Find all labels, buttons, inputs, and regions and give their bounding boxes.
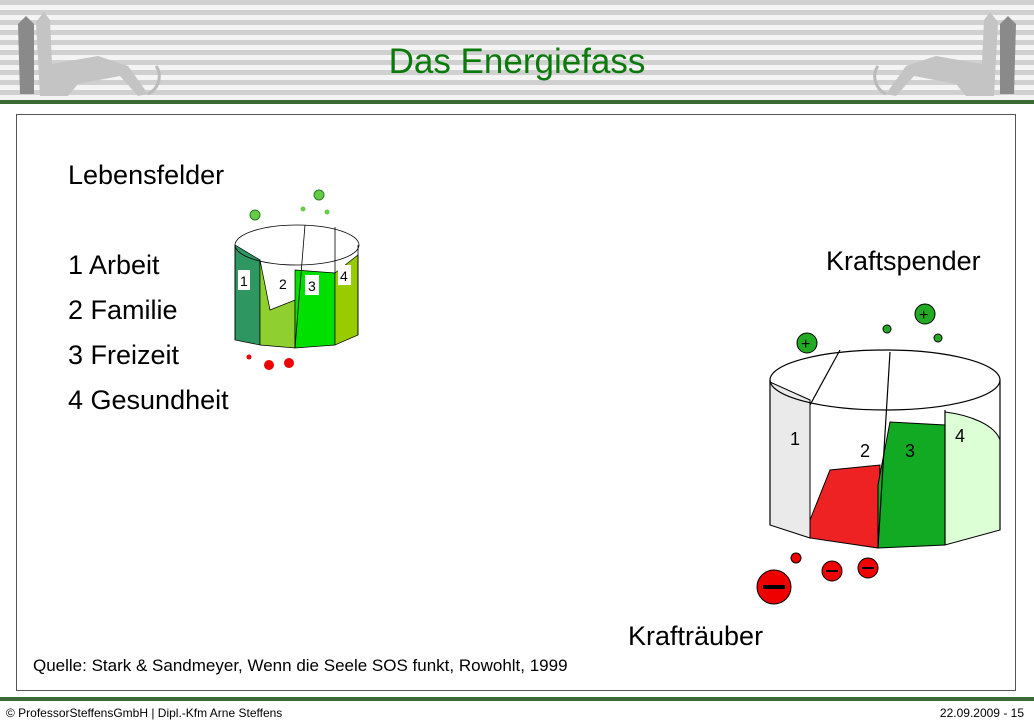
- page-title: Das Energiefass: [388, 42, 646, 81]
- footer-date-page: 22.09.2009 - 15: [939, 706, 1024, 720]
- lebensfelder-heading: Lebensfelder: [68, 160, 225, 190]
- segment-label: 1: [790, 429, 800, 449]
- segment-label: 4: [955, 426, 965, 446]
- header-divider: [0, 100, 1034, 104]
- svg-text:+: +: [919, 307, 928, 324]
- segment-label: 2: [279, 276, 287, 292]
- panther-logo-right: [873, 12, 1016, 96]
- footer-divider: [0, 697, 1034, 701]
- svg-text:+: +: [801, 336, 810, 353]
- panther-logo-left: [18, 12, 161, 96]
- segment-label: 2: [860, 441, 870, 461]
- list-item: 2 Familie: [68, 295, 178, 325]
- source-citation: Quelle: Stark & Sandmeyer, Wenn die Seel…: [33, 656, 568, 675]
- kraftspender-label: Kraftspender: [826, 246, 981, 276]
- kraftraeuber-label: Krafträuber: [628, 621, 764, 651]
- slide-content-frame: [16, 114, 1016, 691]
- segment-label: 1: [240, 273, 248, 289]
- footer-copyright: © ProfessorSteffensGmbH | Dipl.-Kfm Arne…: [6, 706, 283, 720]
- segment-label: 3: [308, 278, 316, 294]
- segment-label: 3: [905, 441, 915, 461]
- list-item: 3 Freizeit: [68, 340, 180, 370]
- list-item: 4 Gesundheit: [68, 385, 229, 415]
- list-item: 1 Arbeit: [68, 250, 160, 280]
- segment-label: 4: [340, 268, 348, 284]
- header-banner: [0, 0, 1034, 101]
- small-energy-barrel: 1 2 3 4: [234, 189, 360, 370]
- big-energy-barrel: + + 1 2 3 4: [756, 303, 1001, 605]
